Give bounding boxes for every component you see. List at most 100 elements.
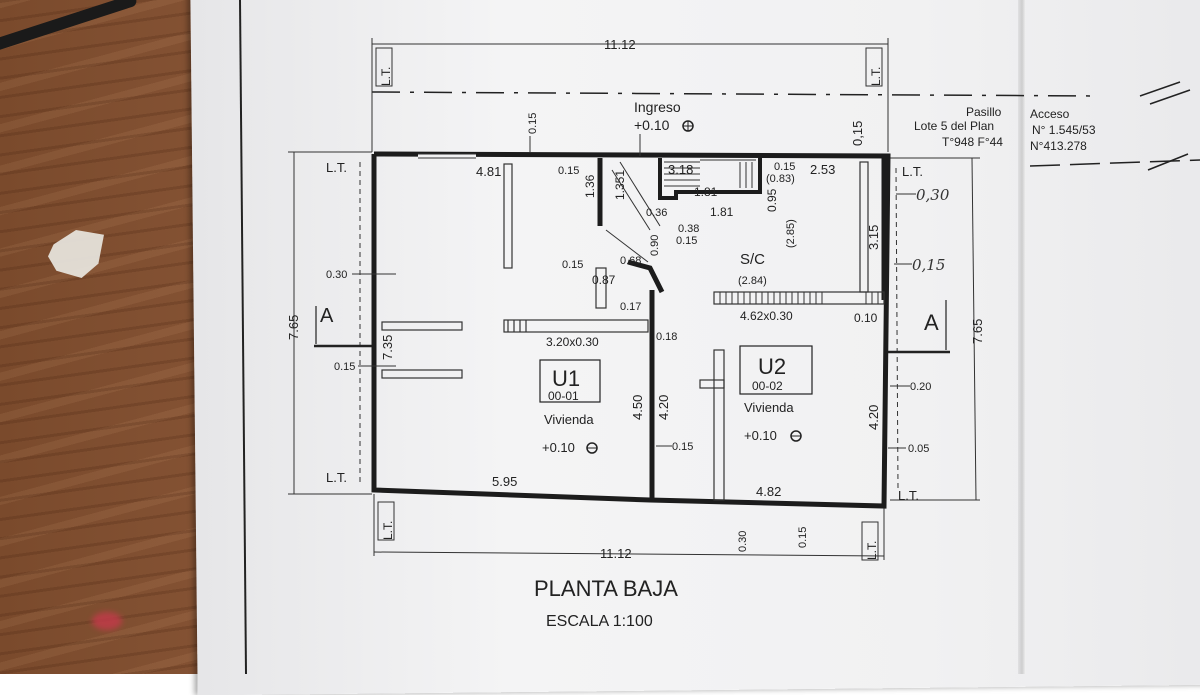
dim-0-36: 0.36 <box>646 207 667 219</box>
dim-0-15-stair: 0.15 <box>562 259 583 271</box>
stair-core-wall <box>658 158 762 200</box>
dim-0-15-left: 0.15 <box>334 361 355 373</box>
unit-type-u1: Vivienda <box>544 412 594 427</box>
access-note-3b: N°413.278 <box>1030 139 1087 153</box>
floor-plan-drawing: 11.12 L.T. L.T. 7.65 L.T. L.T. A 7.65 L.… <box>239 0 1200 674</box>
dim-0-15b: 0.15 <box>774 161 795 173</box>
access-note-2a: Lote 5 del Plan <box>914 119 994 133</box>
dim-3-18: 3.18 <box>668 162 693 177</box>
dim-1-81a: 1.81 <box>694 185 718 199</box>
lt-box <box>377 501 395 541</box>
access-note-1b: Acceso <box>1030 107 1070 121</box>
unit-level-u1: +0.10 <box>542 440 575 455</box>
access-note-3a: T°948 F°44 <box>942 135 1003 149</box>
dim-0-15a: 0.15 <box>558 165 579 177</box>
dim-0-87: 0.87 <box>592 273 616 287</box>
unit-number-u2: 00-02 <box>752 379 783 393</box>
lt-box <box>861 521 879 561</box>
break-line <box>1147 153 1189 171</box>
dim-0-18: 0.18 <box>656 331 677 343</box>
break-line <box>1139 81 1181 97</box>
lot-boundary-dashed-line <box>371 91 1101 97</box>
dim-3-15: 3.15 <box>866 225 881 250</box>
dim-0-30-left: 0.30 <box>326 269 347 281</box>
lt-label-bottom-right: L.T. <box>865 541 879 560</box>
lt-box <box>375 47 393 87</box>
dim-bottom-030: 0.30 <box>737 531 749 552</box>
unit-type-u2: Vivienda <box>744 400 794 415</box>
dim-0-83: (0.83) <box>766 173 795 185</box>
dim-2-53: 2.53 <box>810 162 835 177</box>
lot-line-right <box>895 167 899 489</box>
dim-4-81: 4.81 <box>476 164 501 179</box>
unit-code-u1: U1 <box>552 366 580 391</box>
lot-boundary-dashed-line <box>1029 159 1200 167</box>
dim-height-right: 7.65 <box>970 319 985 344</box>
drawing-scale: ESCALA 1:100 <box>546 613 653 630</box>
right-dimension-line <box>971 157 977 501</box>
dim-4-20b: 4.20 <box>866 405 881 430</box>
stair-wall <box>627 259 665 294</box>
unit-number-u1: 00-01 <box>548 389 579 403</box>
access-note-1a: Pasillo <box>966 105 1002 119</box>
dim-0-10: 0.10 <box>854 311 878 325</box>
dim-2-84: (2.84) <box>738 275 767 287</box>
access-note-2b: N° 1.545/53 <box>1032 123 1096 137</box>
lt-label-bottom-left: L.T. <box>381 521 395 540</box>
dim-0-17: 0.17 <box>620 301 641 313</box>
railing-4-62 <box>719 292 879 304</box>
entrance-label: Ingreso <box>634 99 681 115</box>
lt-label-top-left: L.T. <box>379 67 393 86</box>
lt-box <box>865 47 883 87</box>
dim-0-15d: 0.15 <box>672 441 693 453</box>
break-line <box>1149 89 1191 105</box>
lt-label-right-bottom: L.T. <box>898 488 919 503</box>
dim-0-15c: 0.15 <box>676 235 697 247</box>
dim-0-20: 0.20 <box>910 381 931 393</box>
dim-top-setback: 0.15 <box>527 113 539 134</box>
dim-0-68: 0.68 <box>620 255 641 267</box>
handwritten-0-15: 0,15 <box>912 256 945 274</box>
dim-0-95: 0.95 <box>765 188 779 212</box>
dim-4-62x0-30: 4.62x0.30 <box>740 309 793 323</box>
stair-steps <box>605 159 756 263</box>
interior-partitions <box>381 161 885 501</box>
dim-0-38: 0.38 <box>678 223 699 235</box>
section-mark-left: A <box>320 305 334 327</box>
unit-code-u2: U2 <box>758 354 786 379</box>
entrance-level: +0.10 <box>634 117 670 133</box>
lt-label-left-bottom: L.T. <box>326 470 347 485</box>
dim-total-width-bottom: 11.12 <box>600 546 632 561</box>
dim-1-36: 1.36 <box>583 174 597 198</box>
dim-7-35: 7.35 <box>380 335 395 360</box>
dim-5-95: 5.95 <box>492 474 517 489</box>
lt-label-left-top: L.T. <box>326 160 347 175</box>
dim-2-85: (2.85) <box>785 219 797 248</box>
drawing-title: PLANTA BAJA <box>534 576 678 601</box>
handwritten-0-30: 0,30 <box>916 186 950 204</box>
dim-0-90: 0.90 <box>649 235 661 256</box>
unit-box-u2 <box>739 345 813 395</box>
section-mark-right: A <box>924 310 939 335</box>
dim-3-20x0-30: 3.20x0.30 <box>546 335 599 349</box>
red-stain <box>92 612 122 630</box>
dim-0-05: 0.05 <box>908 443 929 455</box>
exterior-wall <box>371 151 891 509</box>
lt-label-top-right: L.T. <box>869 67 883 86</box>
lt-label-right-top: L.T. <box>902 164 923 179</box>
dim-1-351: 1.351 <box>613 170 627 200</box>
dim-4-50: 4.50 <box>630 395 645 420</box>
dim-1-81b: 1.81 <box>710 205 734 219</box>
unit-box-u1 <box>539 359 601 403</box>
unit-level-u2: +0.10 <box>744 428 777 443</box>
bottom-dimension-line <box>373 551 885 557</box>
dim-height-left: 7.65 <box>286 315 301 340</box>
dim-4-20a: 4.20 <box>656 395 671 420</box>
sc-label: S/C <box>740 251 765 268</box>
dim-bottom-015: 0.15 <box>797 527 809 548</box>
paper-fold-crease <box>1018 0 1026 674</box>
dim-total-width-top: 11.12 <box>604 37 636 52</box>
paper-margin-line <box>239 0 247 674</box>
dim-right-setback-top: 0,15 <box>850 121 865 146</box>
dim-4-82: 4.82 <box>756 484 781 499</box>
